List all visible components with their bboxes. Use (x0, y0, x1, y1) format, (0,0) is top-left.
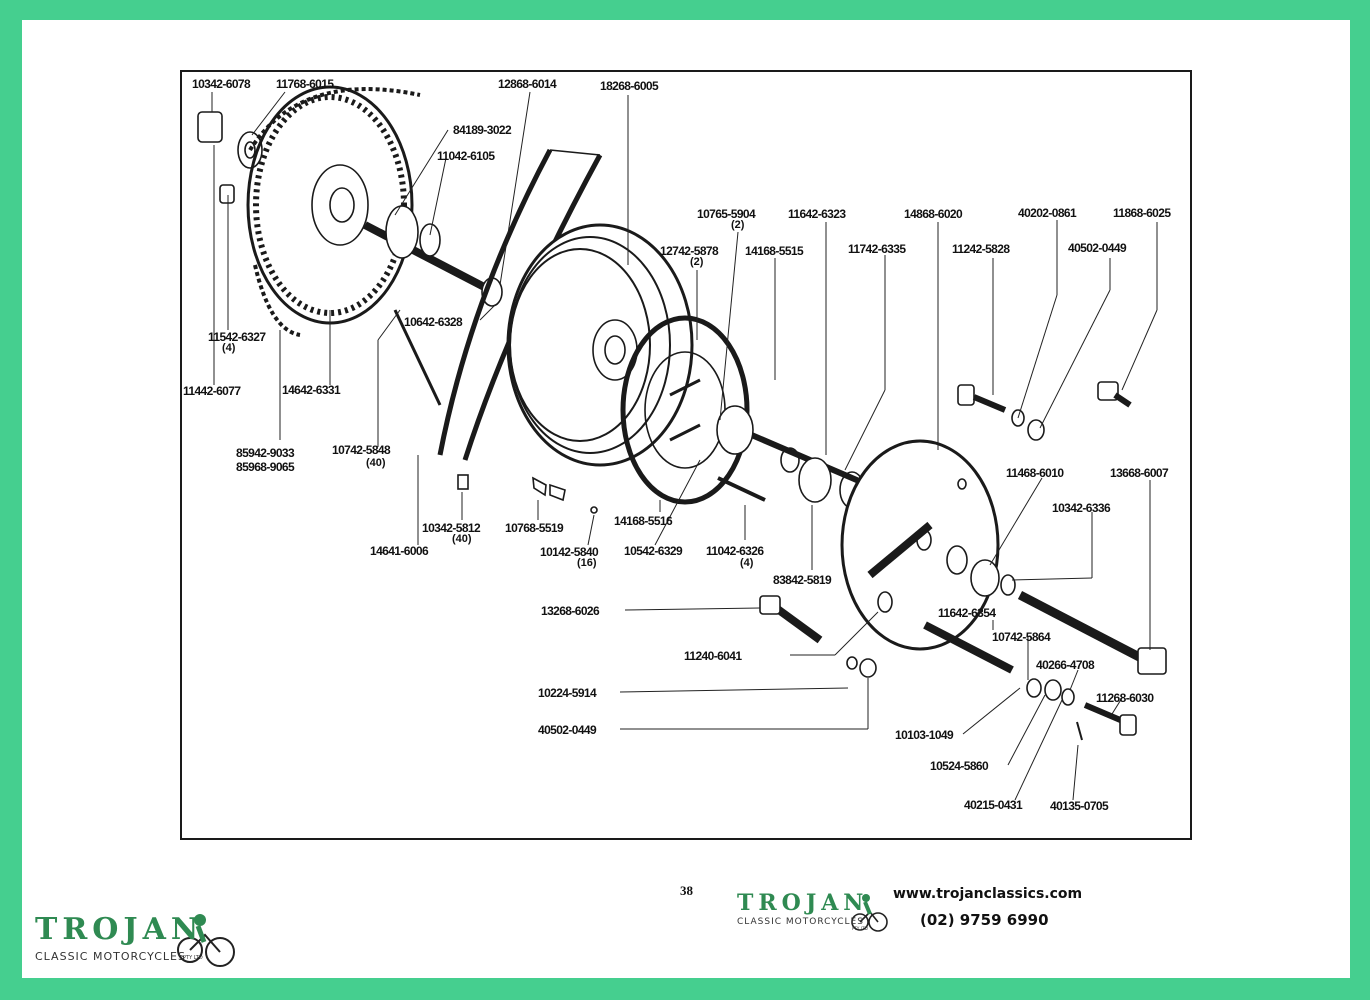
footer-logo: TROJAN CLASSIC MOTORCYCLES (737, 892, 868, 927)
part-label: 11642-6323 (788, 207, 846, 221)
part-label: 11468-6010 (1006, 466, 1064, 480)
part-qty: (4) (740, 557, 754, 569)
part-label: 10342-5812 (422, 521, 481, 535)
part-label: 14168-5515 (745, 244, 804, 258)
header-logo-tagline: CLASSIC MOTORCYCLES (35, 950, 186, 963)
part-label: 40202-0861 (1018, 206, 1077, 220)
footer-rider-icon (851, 894, 888, 932)
phone-number: (02) 9759 6990 (920, 911, 1049, 929)
part-label: 11268-6030 (1096, 691, 1154, 705)
page-number: 38 (680, 883, 693, 898)
part-label: 85942-9033 (236, 446, 295, 460)
part-label: 14168-5516 (614, 514, 673, 528)
part-label: 40502-0449 (538, 723, 597, 737)
catalogue-page (22, 20, 1350, 978)
loose-parts-drawing (393, 309, 877, 678)
header-logo: TROJAN CLASSIC MOTORCYCLES (35, 912, 204, 963)
part-qty: (4) (222, 342, 236, 354)
axle-nut-drawing (197, 111, 263, 204)
part-qty: (40) (452, 533, 472, 545)
brake-plate-drawing (840, 439, 1000, 651)
part-label: 11240-6041 (684, 649, 742, 663)
part-qty: (2) (731, 219, 745, 231)
part-label: 14868-6020 (904, 207, 963, 221)
hub-drum-drawing (506, 223, 694, 467)
part-qty: (2) (690, 256, 704, 268)
website-link[interactable]: www.trojanclassics.com (893, 886, 1083, 902)
part-label: 10742-5848 (332, 443, 391, 457)
part-label: 12742-5878 (660, 244, 719, 258)
part-label: 40266-4708 (1036, 658, 1095, 672)
part-label: 40215-0431 (964, 798, 1023, 812)
part-label: 10542-6329 (624, 544, 683, 558)
part-label: 11042-6105 (437, 149, 495, 163)
part-label: 10642-6328 (404, 315, 463, 329)
part-label: 13268-6026 (541, 604, 600, 618)
part-label: 10742-5864 (992, 630, 1051, 644)
part-label: 11868-6025 (1113, 206, 1171, 220)
part-label: 10524-5860 (930, 759, 989, 773)
diagram-frame (180, 70, 1192, 840)
part-label: 11642-6354 (938, 606, 996, 620)
footer-logo-wordmark: TROJAN (737, 890, 869, 916)
part-label: 11742-6335 (848, 242, 906, 256)
part-label: 11242-5828 (952, 242, 1010, 256)
header-logo-wordmark: TROJAN (35, 912, 204, 947)
part-label: 83842-5819 (773, 573, 832, 587)
part-label: 11768-6015 (276, 77, 334, 91)
part-label: 14641-6006 (370, 544, 429, 558)
part-label: 10765-5904 (697, 207, 756, 221)
header-rider-icon (177, 914, 235, 967)
leader-lines (211, 91, 1158, 801)
part-label: 10224-5914 (538, 686, 597, 700)
part-label: 14642-6331 (282, 383, 341, 397)
part-label: 10768-5519 (505, 521, 564, 535)
header-logo-badge: PTY LTD (183, 955, 203, 961)
right-hardware-drawing (923, 381, 1167, 741)
part-label: 40502-0449 (1068, 241, 1127, 255)
part-label: 18268-6005 (600, 79, 659, 93)
part-label: 10342-6336 (1052, 501, 1111, 515)
footer-logo-badge: PTY LTD (852, 926, 868, 931)
part-label: 11542-6327 (208, 330, 266, 344)
part-label: 10142-5840 (540, 545, 599, 559)
part-qty: (16) (577, 557, 597, 569)
part-label: 11442-6077 (183, 384, 241, 398)
part-label: 10342-6078 (192, 77, 251, 91)
part-label: 85968-9065 (236, 460, 295, 474)
part-label: 12868-6014 (498, 77, 557, 91)
part-label: 11042-6326 (706, 544, 764, 558)
part-label: 13668-6007 (1110, 466, 1169, 480)
part-qty: (40) (366, 457, 386, 469)
part-label: 40135-0705 (1050, 799, 1109, 813)
part-label: 10103-1049 (895, 728, 954, 742)
part-label: 84189-3022 (453, 123, 512, 137)
footer-logo-tagline: CLASSIC MOTORCYCLES (737, 917, 864, 927)
